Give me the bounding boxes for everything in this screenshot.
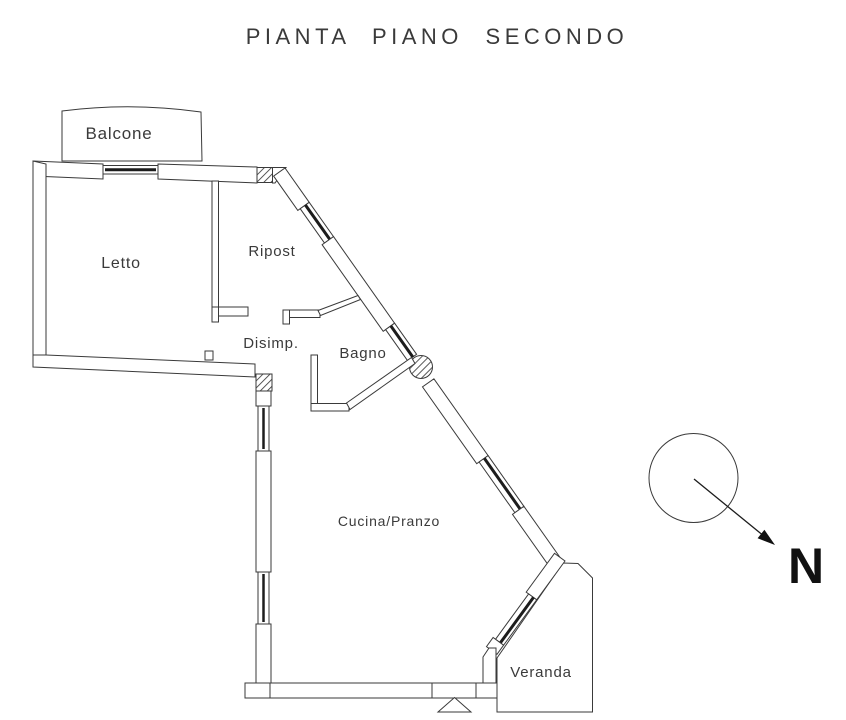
letto-ripost-wall (211, 180, 219, 311)
corner-jamb (482, 647, 497, 684)
diagonal-wall-segment (321, 235, 396, 332)
wall-hatch-block-top (256, 167, 273, 183)
veranda-wall-end (485, 636, 505, 656)
wall-hatch-block-middle (409, 355, 433, 379)
wall-hatch-block-left (255, 373, 273, 392)
balcony-outline (61, 106, 203, 162)
diagonal-window-1-band (304, 204, 331, 241)
bottom-wall-segment (431, 682, 477, 699)
outer-walls (32, 160, 566, 699)
bottom-wall-segment (244, 682, 271, 699)
cucina-wall-segment (255, 450, 272, 573)
veranda-window-band (499, 596, 535, 644)
veranda-wall-segment (525, 552, 566, 601)
diagonal-window-3-band (483, 457, 522, 510)
north-label: N (788, 538, 824, 594)
wall-notch (204, 350, 214, 361)
bottom-wall-segment (269, 682, 433, 699)
entrance-marker-triangle (436, 696, 473, 713)
bottom-wall-segment (475, 682, 498, 699)
diagonal-window-2-band (389, 325, 415, 358)
cucina-wall-jamb (255, 390, 272, 407)
label-ripost: Ripost (248, 243, 295, 260)
interior-walls (211, 180, 416, 412)
label-disimp: Disimp. (243, 335, 299, 352)
bagno-wall-upper-stub (282, 309, 290, 325)
label-bagno: Bagno (339, 345, 386, 362)
top-wall-right (157, 163, 258, 184)
disimp-wall-left-stub (211, 306, 219, 323)
label-balcone: Balcone (85, 124, 152, 143)
label-veranda: Veranda (510, 664, 571, 681)
bagno-wall-lower-horizontal (310, 403, 350, 412)
diagonal-wall-segment (272, 167, 310, 212)
north-arrow-head-icon (757, 529, 775, 545)
letto-bottom-wall (32, 354, 256, 378)
balcony (61, 106, 203, 162)
bagno-wall-lower-vertical (310, 354, 318, 410)
label-letto: Letto (101, 255, 141, 272)
plan-title: PIANTA PIANO SECONDO (246, 24, 629, 49)
compass-circle (648, 433, 739, 523)
label-cucina-pranzo: Cucina/Pranzo (338, 513, 440, 529)
bagno-wall-lower-diagonal (345, 356, 416, 411)
cucina-wall-segment (255, 623, 272, 691)
bagno-wall-upper-diagonal (317, 294, 362, 317)
left-outer-wall (32, 160, 47, 357)
diagonal-wall-segment (421, 378, 489, 465)
compass: N (648, 433, 824, 594)
north-arrow-line (693, 478, 763, 536)
room-labels: Balcone Letto Ripost Disimp. Bagno Cucin… (85, 124, 571, 681)
